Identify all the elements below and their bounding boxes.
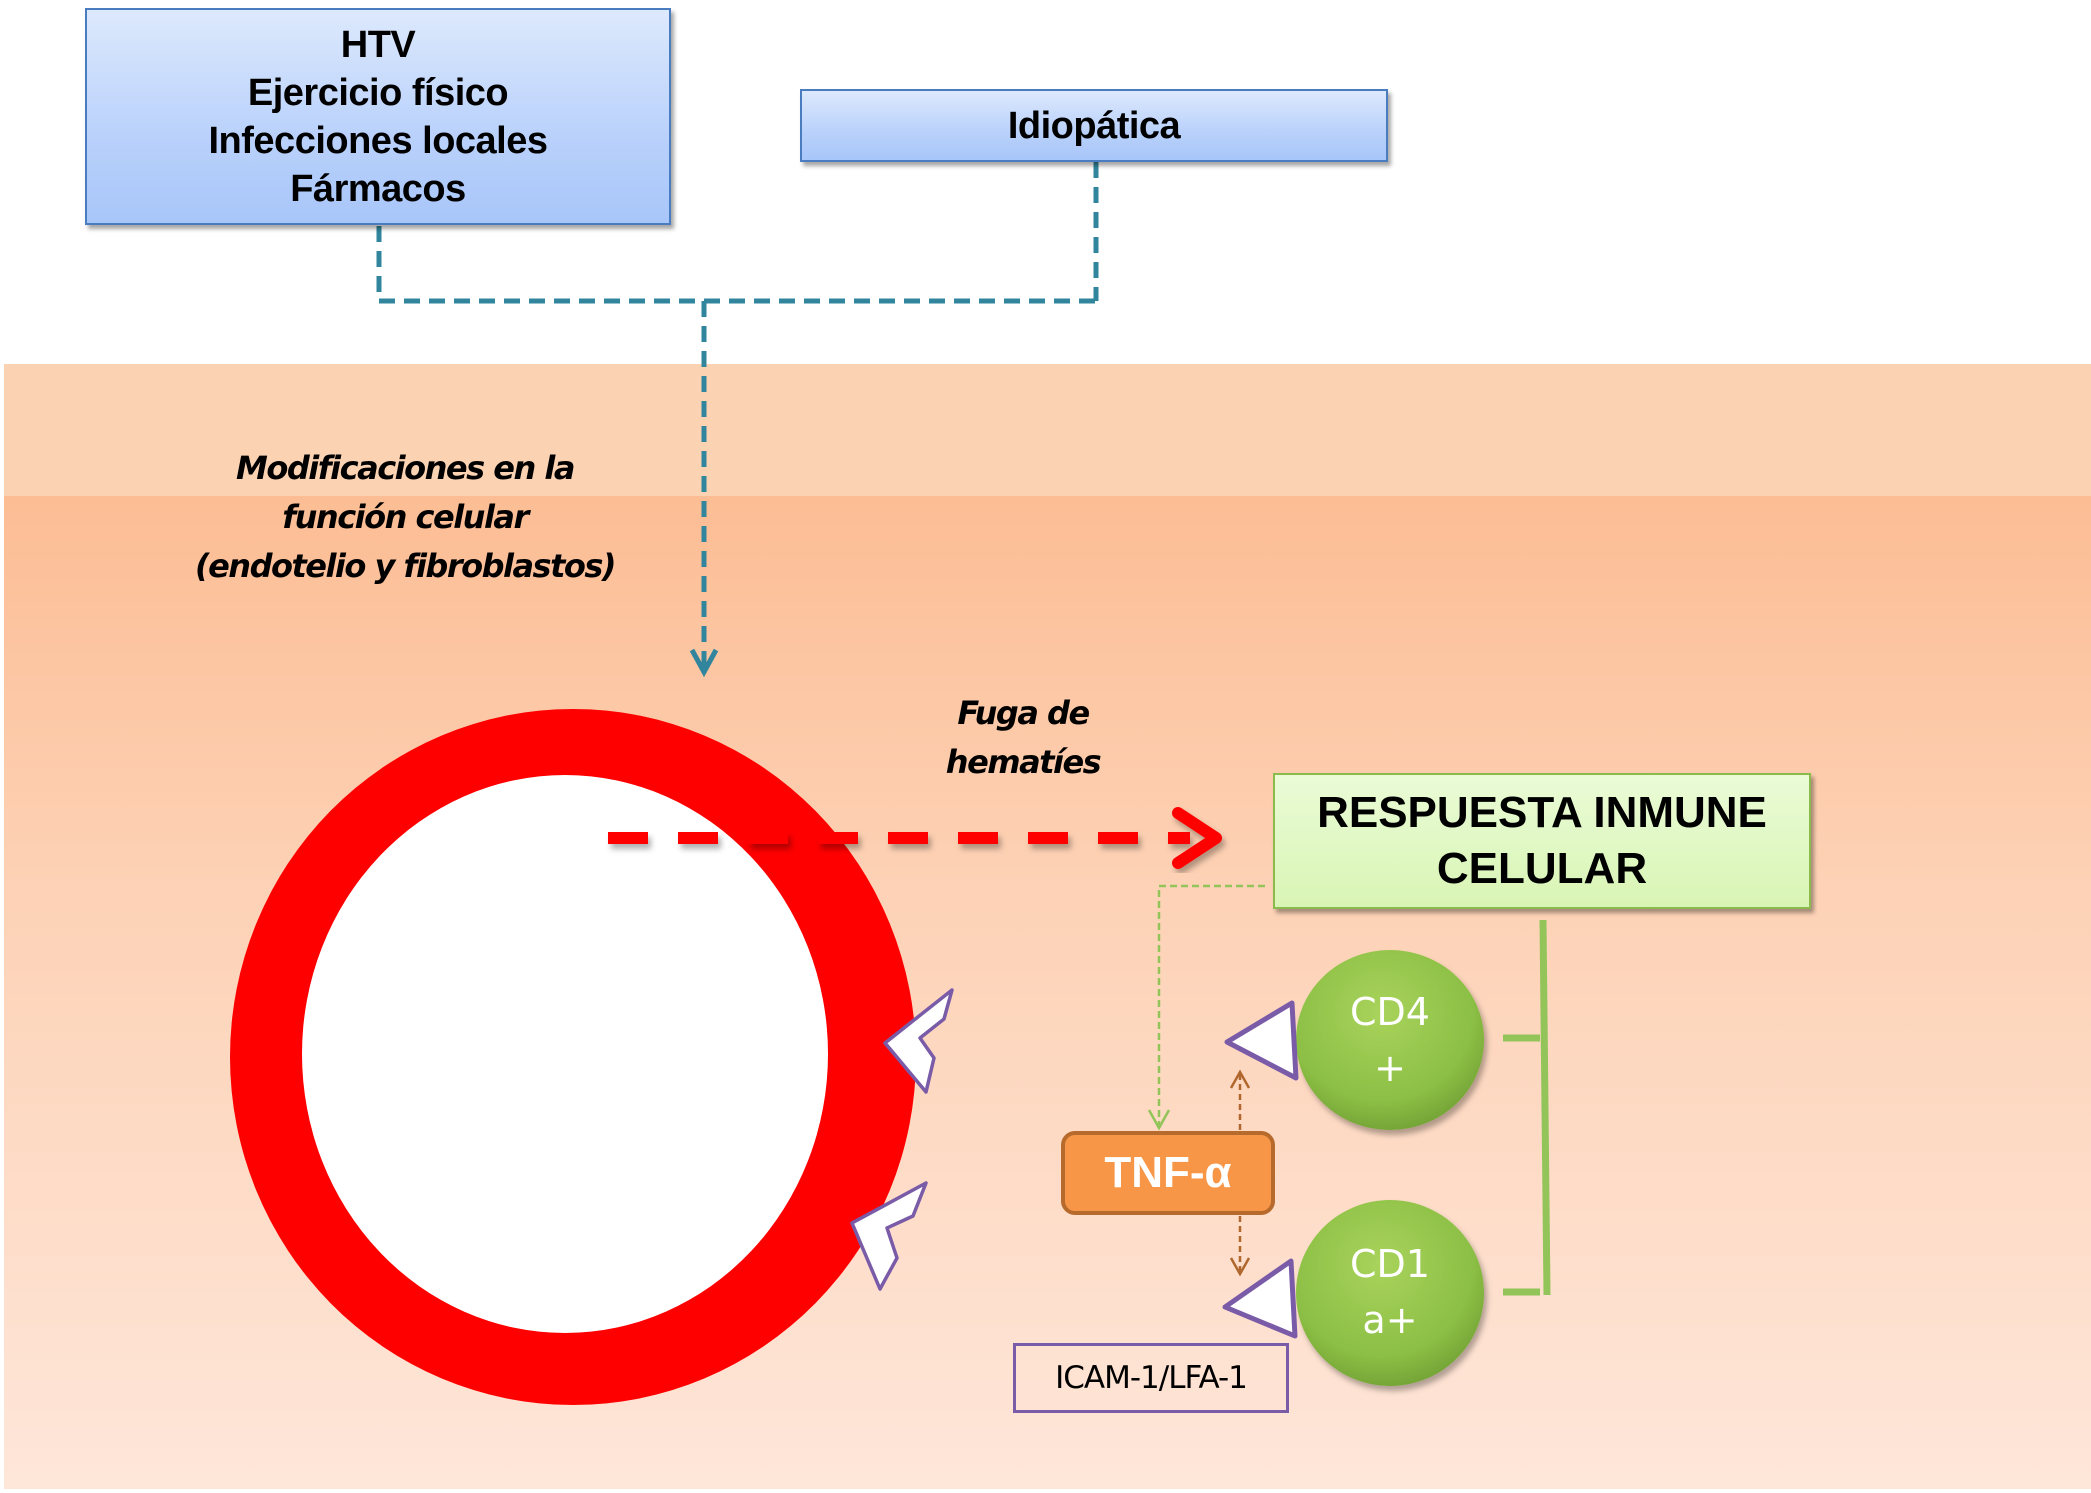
cell-function-note-line: (endotelio y fibroblastos): [194, 547, 617, 585]
cell-cd4: [1224, 950, 1484, 1130]
icam-lfa-box: ICAM-1/LFA-1: [1013, 1343, 1289, 1413]
receptor-chevron-icon: [883, 988, 954, 1094]
idiopathic-label: Idiopática: [1007, 104, 1181, 147]
cell-function-note: Modificaciones en la función celular (en…: [150, 444, 660, 591]
cause-exercise: Ejercicio físico: [247, 71, 509, 114]
leak-note-line: hematíes: [945, 743, 1102, 781]
cause-drugs: Fármacos: [290, 167, 466, 210]
red-cell-leak-note: Fuga de hematíes: [900, 689, 1146, 787]
cd1a-label-line: a+: [1362, 1298, 1418, 1342]
arrow-right-icon: [1172, 807, 1222, 869]
immune-response-box: RESPUESTA INMUNE CELULAR: [1273, 773, 1811, 909]
cd1a-cell-body: [1296, 1200, 1484, 1386]
leak-note-line: Fuga de: [957, 694, 1090, 732]
arrow-down-icon: [1229, 1257, 1251, 1277]
leak-arrow: [608, 807, 1222, 869]
endothelial-receptors: [850, 988, 954, 1291]
cell-function-note-line: Modificaciones en la: [236, 449, 575, 487]
cause-connector: [376, 162, 1099, 668]
cells-bracket: [1503, 919, 1551, 1296]
cause-htv: HTV: [340, 23, 416, 66]
cd4-cell-label: CD4 +: [1296, 985, 1484, 1095]
vessel-lumen: [302, 775, 828, 1333]
immune-to-tnf-connector: [1157, 884, 1265, 1126]
cd4-label-line: +: [1374, 1046, 1406, 1090]
cd4-receptor-triangle-icon: [1224, 1000, 1299, 1081]
cd1a-cell-label: CD1 a+: [1296, 1237, 1484, 1347]
bracket-vertical-line: [1539, 919, 1551, 1296]
arrow-down-icon: [689, 648, 719, 678]
immune-response-line: RESPUESTA INMUNE: [1317, 788, 1767, 837]
receptor-chevron-icon: [850, 1181, 928, 1291]
icam-lfa-label: ICAM-1/LFA-1: [1055, 1360, 1248, 1396]
cd4-cell-body: [1296, 950, 1484, 1130]
immune-connector-line: [1157, 884, 1265, 1126]
cell-function-note-line: función celular: [282, 498, 529, 536]
causes-box: HTV Ejercicio físico Infecciones locales…: [85, 8, 671, 225]
cell-cd1a: [1222, 1200, 1484, 1386]
arrow-up-icon: [1229, 1069, 1251, 1089]
tnf-alpha-box: TNF-α: [1061, 1131, 1275, 1215]
tnf-alpha-label: TNF-α: [1104, 1148, 1232, 1197]
skin-upper-layer: [4, 364, 2091, 496]
immune-response-line: CELULAR: [1436, 844, 1648, 893]
cd1a-receptor-triangle-icon: [1222, 1258, 1298, 1339]
tnf-cell-arrows: [1229, 1069, 1251, 1277]
cd4-label-line: CD4: [1350, 990, 1430, 1034]
idiopathic-box: Idiopática: [800, 89, 1388, 162]
cause-local-infections: Infecciones locales: [208, 119, 549, 162]
blood-vessel: [230, 709, 916, 1405]
cd1a-label-line: CD1: [1350, 1242, 1430, 1286]
arrow-down-icon: [1147, 1109, 1171, 1131]
causes-connector-line: [376, 226, 1096, 304]
